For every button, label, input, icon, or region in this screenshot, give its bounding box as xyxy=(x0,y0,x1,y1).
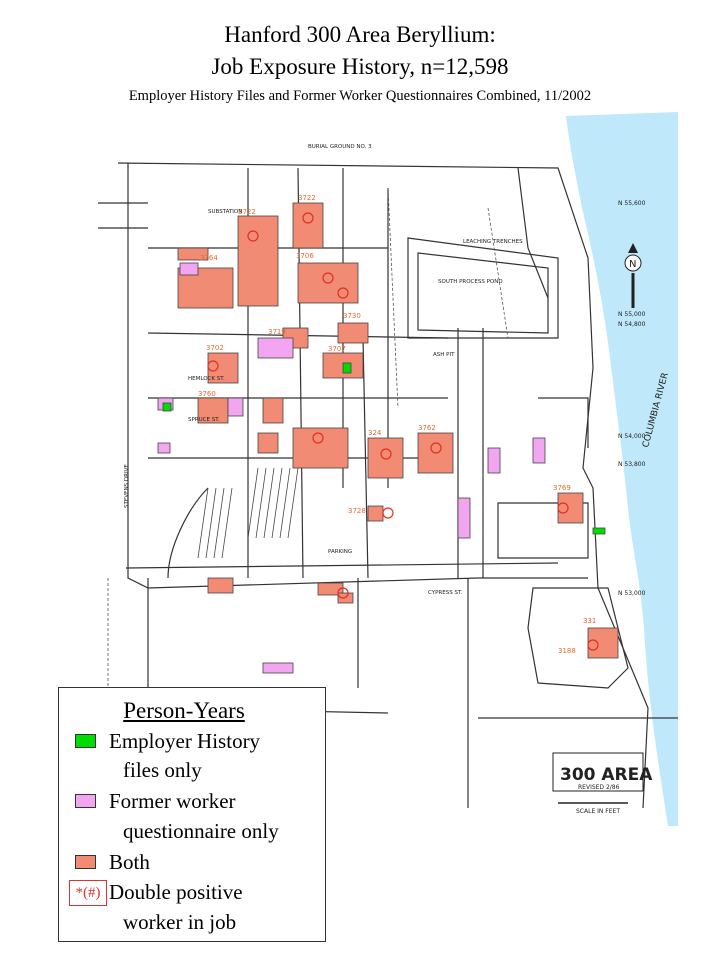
svg-text:3722: 3722 xyxy=(238,208,256,216)
svg-text:3762: 3762 xyxy=(418,424,436,432)
map-title: 300 AREA xyxy=(560,765,653,785)
place-label: SOUTH PROCESS POND xyxy=(438,279,503,285)
title-line-1: Hanford 300 Area Beryllium: xyxy=(224,22,496,47)
svg-text:N: N xyxy=(629,259,636,270)
buildings-both xyxy=(177,202,619,659)
grid-label: N 55,600 xyxy=(618,200,646,207)
legend: Person-Years Employer History files only… xyxy=(58,687,326,942)
legend-double-positive-symbol: *(#) xyxy=(69,880,107,906)
svg-text:331: 331 xyxy=(583,617,596,625)
place-label: ASH PIT xyxy=(433,352,455,358)
place-label: LEACHING TRENCHES xyxy=(463,239,523,245)
map-revised: REVISED 2/86 xyxy=(578,784,620,791)
place-label: SPRUCE ST. xyxy=(188,417,220,423)
place-label: CYPRESS ST. xyxy=(428,590,463,596)
legend-double-positive-line2: worker in job xyxy=(123,910,237,934)
buildings-former-worker xyxy=(157,262,546,674)
place-label: SUBSTATION xyxy=(208,209,242,215)
svg-text:3769: 3769 xyxy=(553,484,571,492)
scale-label: SCALE IN FEET xyxy=(576,808,620,815)
legend-swatch-former-worker xyxy=(75,794,96,808)
title-line-2: Job Exposure History, n=12,598 xyxy=(211,54,509,79)
legend-former-worker-line2: questionnaire only xyxy=(123,819,279,843)
place-label: HEMLOCK ST. xyxy=(188,376,225,382)
area-map: 3722 3722 3706 3764 3719 3730 3707 3702 3760… xyxy=(98,112,678,826)
north-arrow-icon: N xyxy=(624,243,642,308)
legend-both: Both xyxy=(109,850,150,874)
svg-text:3722: 3722 xyxy=(298,194,316,202)
legend-former-worker-line1: Former worker xyxy=(109,789,236,813)
place-labels: BURIAL GROUND NO. 3 SOUTH PROCESS POND ASH… xyxy=(124,144,523,596)
svg-text:3764: 3764 xyxy=(200,254,218,262)
grid-label: N 54,800 xyxy=(618,321,646,328)
legend-title: Person-Years xyxy=(123,698,245,723)
place-label: STEVENS DRIVE xyxy=(124,464,130,508)
legend-employer-history-line1: Employer History xyxy=(109,729,261,753)
map-title-block: 300 AREA REVISED 2/86 SCALE IN FEET xyxy=(552,752,653,815)
legend-swatch-employer-history xyxy=(75,734,96,748)
title-line-3: Employer History Files and Former Worker… xyxy=(128,88,592,104)
svg-text:3188: 3188 xyxy=(558,647,576,655)
grid-labels: N 55,600 N 55,000 N 54,800 N 54,000 N 53,800… xyxy=(618,200,646,597)
columbia-river xyxy=(566,112,678,826)
grid-label: N 53,000 xyxy=(618,590,646,597)
legend-swatch-both xyxy=(75,855,96,869)
legend-employer-history-line2: files only xyxy=(123,758,202,782)
double-positive-markers xyxy=(207,212,599,651)
place-label: PARKING xyxy=(328,549,352,555)
svg-text:324: 324 xyxy=(368,429,382,437)
svg-text:3760: 3760 xyxy=(198,390,216,398)
svg-text:3730: 3730 xyxy=(343,312,361,320)
svg-text:3707: 3707 xyxy=(328,345,346,353)
grid-label: N 53,800 xyxy=(618,461,646,468)
place-label: BURIAL GROUND NO. 3 xyxy=(308,144,372,150)
svg-text:3728: 3728 xyxy=(348,507,366,515)
svg-text:3702: 3702 xyxy=(206,344,224,352)
svg-text:3719: 3719 xyxy=(268,328,286,336)
grid-label: N 54,000 xyxy=(618,433,646,440)
legend-double-positive-line1: Double positive xyxy=(109,880,243,904)
parking-stripes xyxy=(197,467,299,559)
buildings-employer-history xyxy=(162,362,606,535)
svg-text:3706: 3706 xyxy=(296,252,314,260)
grid-label: N 55,000 xyxy=(618,311,646,318)
